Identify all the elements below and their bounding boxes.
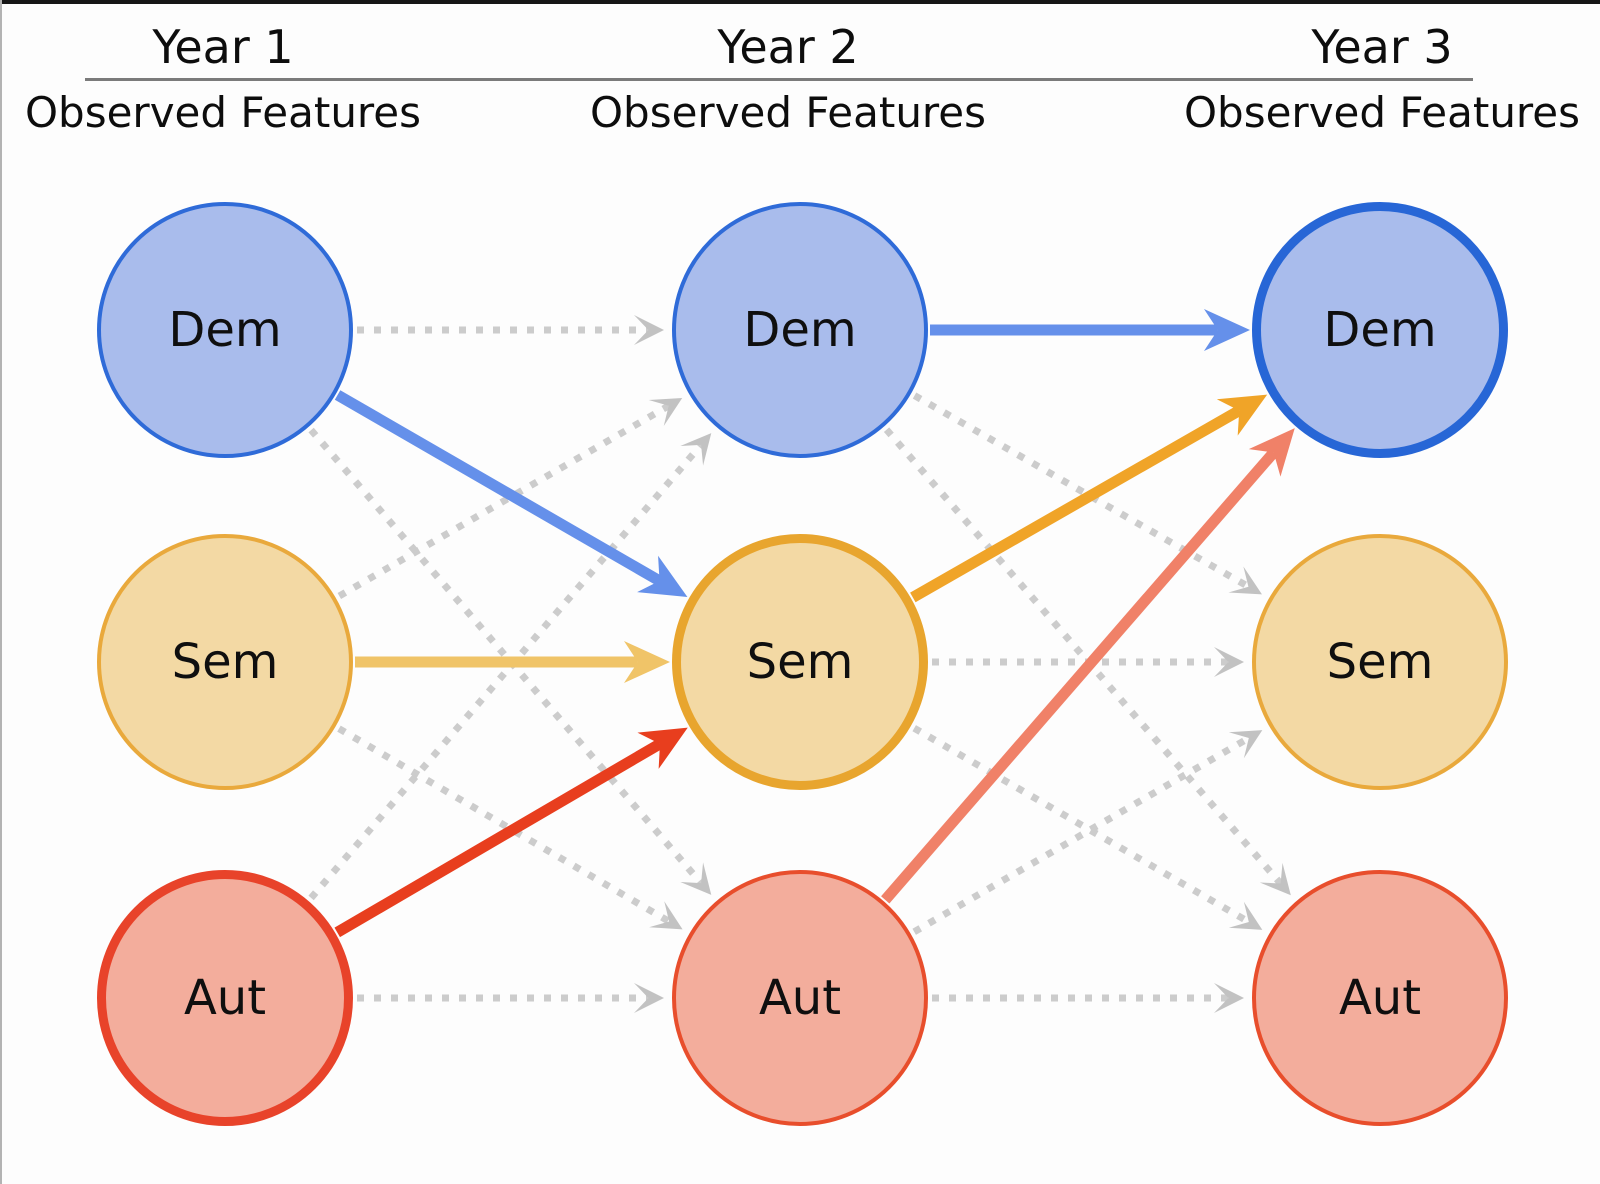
- year-3-observed-features-label: Observed Features: [1183, 88, 1581, 137]
- year-3-label: Year 3: [1311, 20, 1453, 74]
- year-2-observed-features-label: Observed Features: [589, 88, 987, 137]
- edge-y1-aut-y2-sem: [334, 727, 688, 938]
- edge-y1-aut-y2-aut-dotted: [357, 983, 664, 1013]
- node-label: Aut: [758, 970, 842, 1026]
- node-year2-sem: Sem: [672, 534, 928, 790]
- column-header-year-2: Year 2 Observed Features: [590, 0, 986, 134]
- edge-y2-dem-y3-dem: [930, 309, 1250, 351]
- node-label: Sem: [171, 634, 279, 690]
- node-year3-dem: Dem: [1252, 202, 1508, 458]
- node-label: Dem: [743, 302, 857, 358]
- edge-y2-sem-y3-dem: [910, 394, 1268, 603]
- node-year3-sem: Sem: [1252, 534, 1508, 790]
- edge-y2-sem-y3-aut-dotted: [912, 725, 1263, 930]
- node-label: Aut: [1338, 970, 1422, 1026]
- node-year1-dem: Dem: [97, 202, 353, 458]
- node-label: Dem: [1323, 302, 1437, 358]
- edge-y2-aut-y3-dem: [881, 428, 1295, 904]
- edge-y2-sem-y3-sem-dotted: [932, 647, 1244, 677]
- window-left-edge: [0, 0, 2, 1184]
- year-1-label: Year 1: [152, 20, 294, 74]
- node-year1-aut: Aut: [97, 870, 353, 1126]
- node-year2-dem: Dem: [672, 202, 928, 458]
- edge-y2-dem-y3-sem-dotted: [912, 392, 1262, 595]
- node-label: Sem: [1326, 634, 1434, 690]
- edge-y2-aut-y3-sem-dotted: [912, 730, 1263, 935]
- edge-y1-dem-y2-sem: [334, 390, 688, 597]
- node-year2-aut: Aut: [672, 870, 928, 1126]
- year-2-label: Year 2: [717, 20, 859, 74]
- edge-y1-dem-y2-aut-dotted: [308, 427, 712, 895]
- column-header-year-1: Year 1 Observed Features: [25, 0, 421, 134]
- header-underline: [85, 78, 1473, 81]
- node-label: Aut: [183, 970, 267, 1026]
- edge-y1-sem-y2-dem-dotted: [337, 398, 683, 600]
- year-1-observed-features-label: Observed Features: [24, 88, 422, 137]
- edge-y1-aut-y2-dem-dotted: [308, 433, 712, 901]
- node-label: Sem: [746, 634, 854, 690]
- edge-y1-sem-y2-sem: [355, 641, 670, 683]
- edge-y2-dem-y3-aut-dotted: [883, 427, 1291, 896]
- node-year3-aut: Aut: [1252, 870, 1508, 1126]
- edge-y2-aut-y3-aut-dotted: [932, 983, 1244, 1013]
- node-year1-sem: Sem: [97, 534, 353, 790]
- edge-y1-dem-y2-dem-dotted: [357, 315, 664, 345]
- window-top-edge: [0, 0, 1600, 4]
- column-header-year-3: Year 3 Observed Features: [1184, 0, 1580, 134]
- node-label: Dem: [168, 302, 282, 358]
- edge-y1-sem-y2-aut-dotted: [337, 725, 683, 930]
